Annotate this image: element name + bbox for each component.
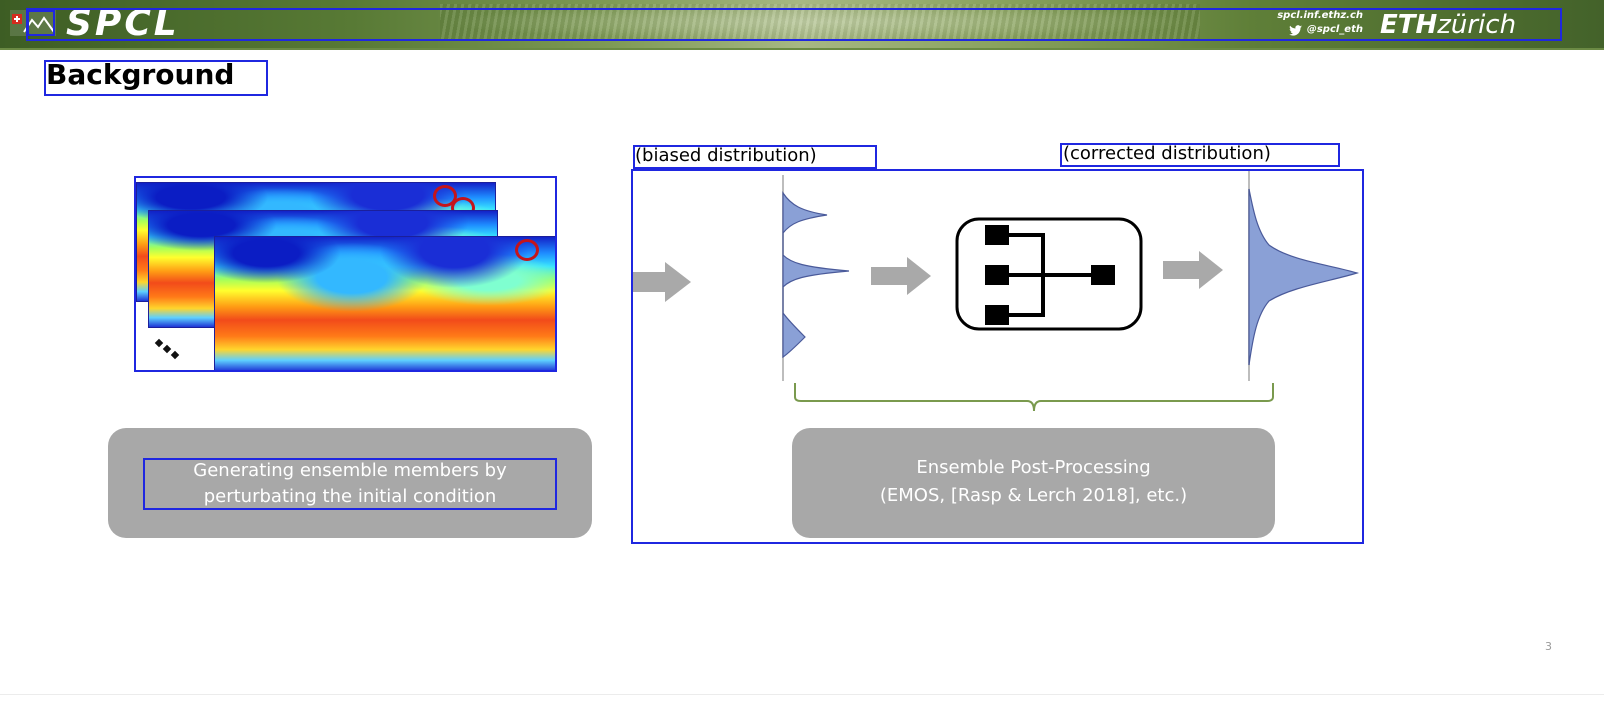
caption-left-line2: perturbating the initial condition <box>203 486 497 507</box>
twitter-handle[interactable]: @spcl_eth <box>1288 23 1363 37</box>
arrow-right-icon <box>1163 251 1223 289</box>
curly-brace-icon <box>794 383 1274 412</box>
caption-frame-left <box>143 458 557 510</box>
banner-frame <box>26 8 1562 41</box>
banner-texture <box>440 4 1200 40</box>
weather-map-member-3 <box>214 236 555 370</box>
website-link[interactable]: spcl.inf.ethz.ch <box>1277 10 1363 21</box>
caption-left: Generating ensemble members by perturbat… <box>108 458 592 510</box>
caption-right-line1: Ensemble Post-Processing <box>916 457 1151 478</box>
arrow-right-icon <box>871 257 931 295</box>
eth-logo-bold: ETH <box>1380 10 1438 40</box>
title-frame <box>44 60 268 96</box>
caption-box-left <box>108 428 592 538</box>
distribution-curve-icon <box>1248 171 1360 381</box>
label-biased-distribution: (biased distribution) <box>635 145 817 166</box>
ensemble-maps <box>134 176 557 372</box>
caption-right-line2: (EMOS, [Rasp & Lerch 2018], etc.) <box>879 485 1188 506</box>
pipeline-frame <box>631 169 1364 544</box>
pipeline-diagram <box>631 171 1360 412</box>
logo-frame <box>27 10 55 36</box>
twitter-icon <box>1288 24 1302 36</box>
arrow-right-icon <box>631 262 691 302</box>
label-biased-frame <box>633 145 877 169</box>
slide-title: Background <box>46 58 235 91</box>
page-number: 3 <box>1545 640 1552 653</box>
neural-network-icon <box>955 217 1143 331</box>
mountain-logo-icon <box>10 10 56 36</box>
header-divider <box>0 48 1604 50</box>
caption-box-right <box>792 428 1275 538</box>
contact-info: spcl.inf.ethz.ch @spcl_eth <box>1253 9 1363 41</box>
label-corrected-frame <box>1060 143 1340 167</box>
highlight-circle <box>515 239 539 261</box>
twitter-handle-text: @spcl_eth <box>1306 24 1363 35</box>
ellipsis-dots-icon <box>154 338 184 362</box>
spcl-logo[interactable]: SPCL <box>66 3 180 44</box>
distribution-curve-icon <box>782 175 850 381</box>
label-corrected-distribution: (corrected distribution) <box>1063 143 1271 164</box>
eth-logo-light: zürich <box>1437 10 1517 40</box>
footer-divider <box>0 694 1604 695</box>
eth-zurich-logo[interactable]: ETHzürich <box>1380 8 1516 42</box>
highlight-circle <box>433 185 457 207</box>
caption-left-line1: Generating ensemble members by <box>193 460 507 481</box>
caption-right: Ensemble Post-Processing (EMOS, [Rasp & … <box>792 454 1275 510</box>
